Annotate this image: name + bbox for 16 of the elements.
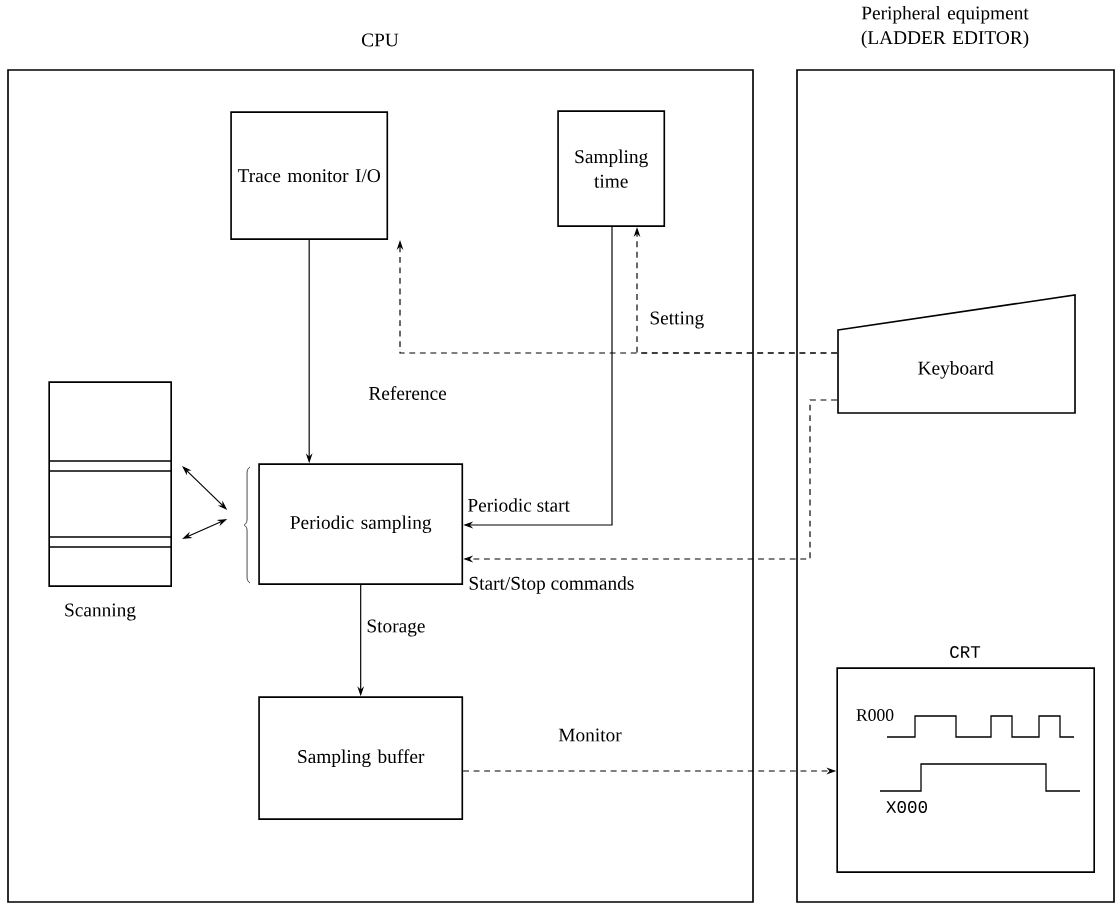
process-box: Sampling buffer <box>258 696 464 820</box>
edge-label: Setting <box>650 311 704 329</box>
process-box: Trace monitor I/O <box>230 111 389 240</box>
scan-caption: Scanning <box>65 603 136 621</box>
process-box: Periodic sampling <box>258 463 464 585</box>
edge-label: Start/Stop commands <box>469 576 634 594</box>
edge-label: Storage <box>367 619 425 637</box>
edge-label: Monitor <box>558 728 622 742</box>
crt-heading: CRT <box>950 646 981 658</box>
signal-label: X000 <box>886 801 927 813</box>
panel-heading: Peripheral equipment (LADDER EDITOR) <box>861 5 1029 49</box>
signal-label: R000 <box>856 709 894 721</box>
edge-label: Periodic start <box>467 498 570 512</box>
process-box: Sampling time <box>557 110 666 227</box>
panel-heading: CPU <box>362 33 399 47</box>
edge-label: Reference <box>368 386 447 400</box>
